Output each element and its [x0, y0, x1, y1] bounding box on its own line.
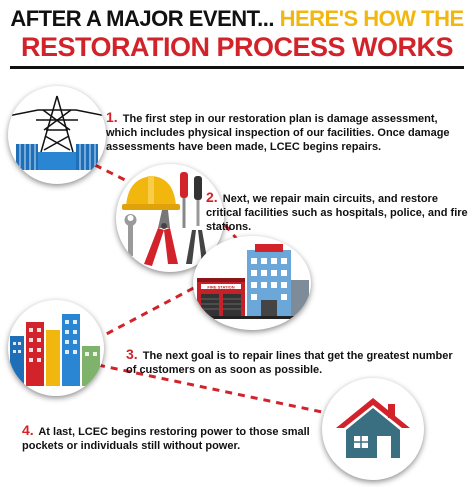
step-1-description: The first step in our restoration plan i…: [106, 113, 450, 153]
step-1-number: 1.: [106, 109, 118, 125]
house-icon: [336, 398, 410, 458]
title-divider: [10, 66, 464, 69]
step-4-description: At last, LCEC begins restoring power to …: [22, 426, 310, 452]
step-1-illustration: [8, 86, 106, 184]
title-line-2: RESTORATION PROCESS WORKS: [20, 32, 454, 62]
step-4-text: 4. At last, LCEC begins restoring power …: [22, 423, 322, 453]
critical-facilities-icon: FIRE STATION POLICE: [193, 244, 311, 321]
step-3-illustration: FIRE STATION POLICE: [193, 236, 311, 330]
power-tower-icon: [8, 95, 106, 170]
step-3-description: The next goal is to repair lines that ge…: [126, 350, 453, 376]
title-part-2: HERE'S HOW THE: [279, 6, 465, 31]
step-3-number: 3.: [126, 346, 138, 362]
connector-3-4: [94, 280, 206, 342]
step-2-text: 2. Next, we repair main circuits, and re…: [206, 190, 468, 234]
step-2-number: 2.: [206, 189, 218, 205]
step-4-illustration: [8, 300, 104, 396]
city-buildings-icon: [10, 314, 100, 386]
title-line-1: AFTER A MAJOR EVENT... HERE'S HOW THE: [0, 6, 474, 32]
title-part-1: AFTER A MAJOR EVENT...: [10, 6, 274, 31]
tools-icon: [122, 172, 208, 266]
step-3-text: 3. The next goal is to repair lines that…: [126, 347, 466, 377]
step-1-text: 1. The first step in our restoration pla…: [106, 110, 466, 154]
fire-station-sign: FIRE STATION: [207, 285, 234, 290]
step-4-number: 4.: [22, 422, 34, 438]
step-5-illustration: [322, 378, 424, 480]
step-2-description: Next, we repair main circuits, and resto…: [206, 193, 468, 233]
